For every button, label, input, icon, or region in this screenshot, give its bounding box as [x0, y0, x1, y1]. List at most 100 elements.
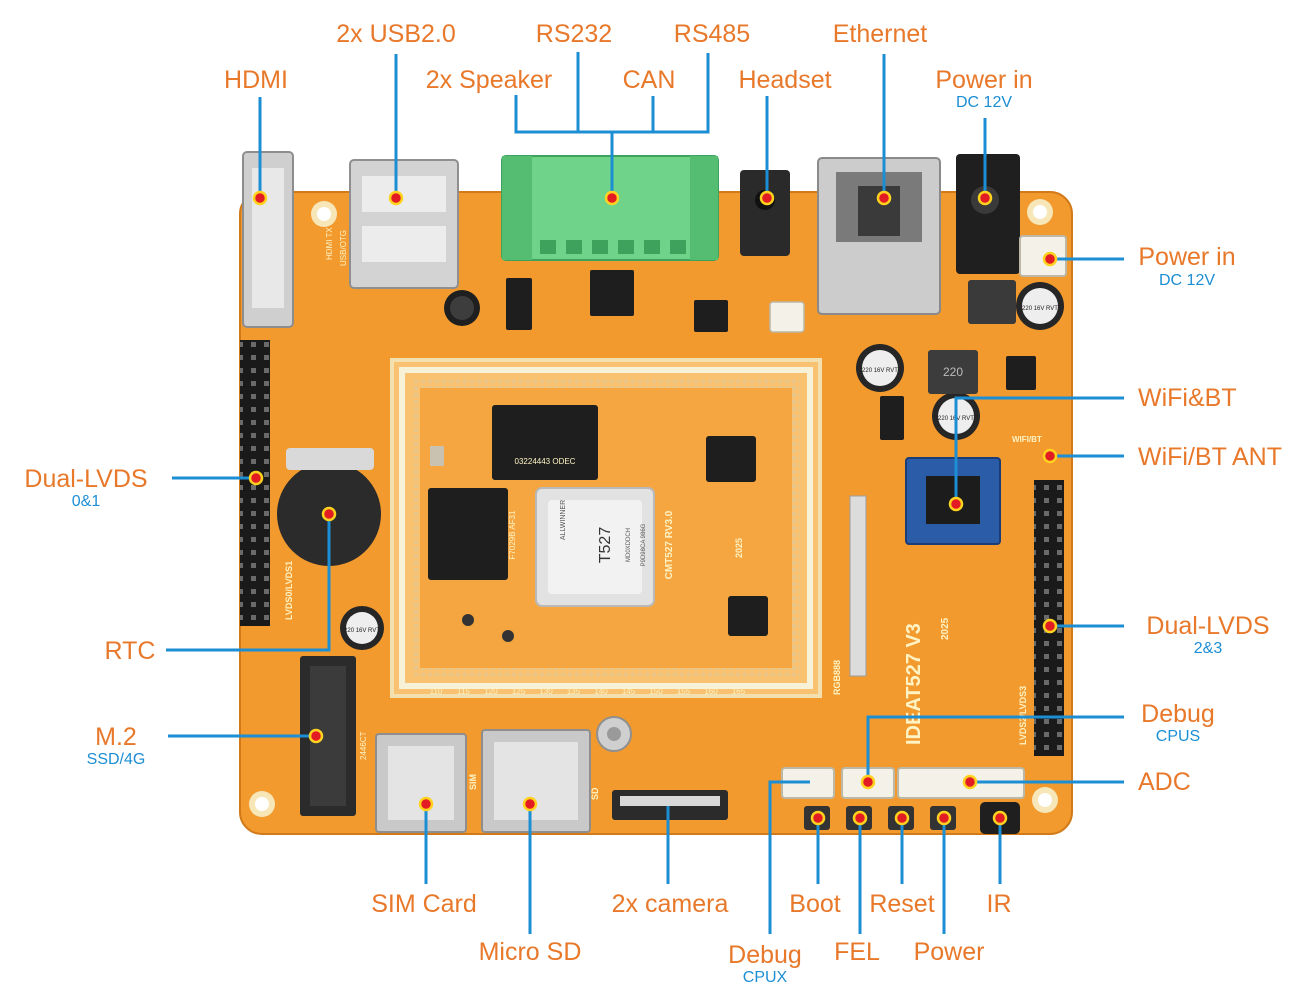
core-tick-label: 120 — [484, 687, 498, 696]
can-chip — [694, 300, 728, 332]
marker-sim — [418, 796, 434, 812]
label-power-button: Power — [914, 938, 985, 966]
leader-debug-cpux — [768, 780, 810, 934]
marker-reset — [894, 810, 910, 826]
label-lvds-left: Dual-LVDS — [24, 465, 147, 493]
label-microsd: Micro SD — [479, 938, 582, 966]
usb-port-upper — [362, 176, 446, 212]
cap-marking-a: 220 16V RVT — [862, 368, 898, 374]
silk-rgb: RGB888 — [832, 660, 842, 695]
leader-lines — [166, 52, 1124, 934]
soc-code: MD0XDDCH — [626, 528, 632, 562]
silk-lvds-left: LVDS0/LVDS1 — [284, 561, 294, 620]
label-hdmi: HDMI — [224, 66, 288, 94]
core-module-border — [399, 367, 813, 689]
silk-usb: USB/OTG — [339, 230, 348, 266]
label-ir: IR — [987, 890, 1012, 918]
marker-power-top — [977, 190, 993, 206]
label-camera: 2x camera — [612, 890, 729, 918]
label-debug-cpux: Debug — [728, 941, 802, 969]
power-connector — [1019, 235, 1067, 277]
dc-jack — [956, 154, 1020, 274]
label-adc: ADC — [1138, 768, 1191, 796]
terminal-block-end-right — [690, 156, 718, 260]
marker-m2 — [308, 728, 324, 744]
marker-sd — [522, 796, 538, 812]
leader-wifi — [954, 396, 1124, 504]
inductor — [928, 350, 978, 394]
cap-marking-b: 220 16V RVT — [1022, 306, 1058, 312]
ram-top-marking: 03224443 ODEC — [515, 457, 576, 466]
label-headset: Headset — [738, 66, 831, 94]
camera-fpc-contacts — [620, 796, 720, 806]
marker-hdmi — [252, 190, 268, 206]
board-year: 2025 — [940, 617, 951, 640]
label-speaker: 2x Speaker — [426, 66, 552, 94]
silk-wifi: WIFI/BT — [1012, 435, 1042, 444]
board-name: IDEAT527 V3 — [903, 623, 925, 745]
label-debug-cpus: Debug — [1141, 700, 1215, 728]
leader-rtc — [166, 514, 331, 652]
silk-m2: 2446CT — [359, 731, 368, 760]
label-m2: M.2 — [95, 723, 137, 751]
core-tick-label: 135 — [567, 687, 581, 696]
core-board-year: 2025 — [734, 538, 744, 558]
terminal-screws — [540, 240, 686, 254]
marker-power-btn — [936, 810, 952, 826]
ram-left-marking: F7029B AF31 — [508, 510, 517, 559]
label-power-in-top: Power in — [935, 66, 1032, 94]
core-inductor-a — [462, 614, 474, 626]
sublabel-power-in-top: DC 12V — [956, 94, 1012, 111]
marker-lvds-right — [1042, 618, 1058, 634]
ram-chip-top — [492, 405, 598, 480]
core-tick-label: 145 — [622, 687, 636, 696]
label-wifi-bt: WiFi&BT — [1138, 384, 1237, 412]
label-can: CAN — [623, 66, 676, 94]
label-usb: 2x USB2.0 — [336, 20, 456, 48]
marker-usb — [388, 190, 404, 206]
inductor-marking: 220 — [943, 365, 963, 379]
rtc-battery-clip — [286, 448, 374, 470]
label-rs485: RS485 — [674, 20, 750, 48]
marker-boot — [810, 810, 826, 826]
marker-headset — [759, 190, 775, 206]
sublabel-lvds-right: 2&3 — [1194, 640, 1223, 657]
t527-soc-lid — [548, 500, 642, 594]
microsd-tray — [494, 742, 578, 820]
pmic-chip — [706, 436, 756, 482]
soc-batch: P9D98CA 986G — [641, 523, 647, 566]
regulator — [1006, 356, 1036, 390]
headset-jack — [740, 170, 790, 256]
soc-brand: ALLWINNER — [560, 500, 567, 540]
marker-lvds-left — [248, 470, 264, 486]
mounting-holes — [249, 199, 1058, 817]
rs485-chip — [506, 278, 532, 330]
marker-wifi — [948, 496, 964, 512]
marker-adc — [962, 774, 978, 790]
rs232-chip — [590, 270, 634, 316]
label-wifi-ant: WiFi/BT ANT — [1138, 443, 1282, 471]
label-lvds-right: Dual-LVDS — [1146, 612, 1269, 640]
sublabel-m2: SSD/4G — [87, 751, 146, 768]
silk-sim: SIM — [468, 774, 478, 790]
label-sim: SIM Card — [371, 890, 477, 918]
silk-hdmi: HDMI TX — [325, 227, 334, 260]
silk-sd: SD — [590, 787, 600, 800]
label-reset: Reset — [869, 890, 934, 918]
marker-fel — [852, 810, 868, 826]
sublabel-debug-cpus: CPUS — [1156, 728, 1200, 745]
sublabel-debug-cpux: CPUX — [743, 969, 788, 986]
usb-port-lower — [362, 226, 446, 262]
core-crystal — [430, 446, 444, 466]
core-tick-label: 140 — [594, 687, 608, 696]
core-inductor-b — [502, 630, 514, 642]
core-tick-label: 165 — [732, 687, 746, 696]
hdmi-shell — [252, 168, 284, 308]
marker-ir — [992, 810, 1008, 826]
soc-name: T527 — [597, 527, 614, 564]
power-inductor — [968, 280, 1016, 324]
core-tick-label: 130 — [539, 687, 553, 696]
